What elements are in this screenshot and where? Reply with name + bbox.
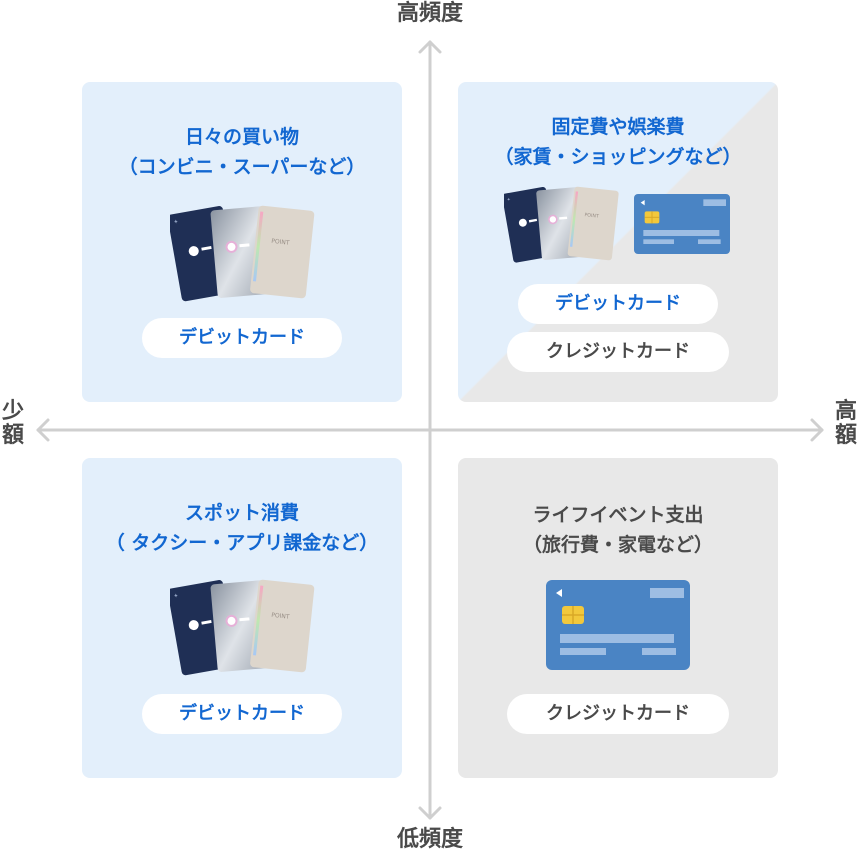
quadrant-life-events: ライフイベント支出 （旅行費・家電など） クレジットカード [458, 458, 778, 778]
credit-card-icon [634, 194, 730, 254]
arrow-up-icon [418, 40, 442, 54]
quadrant-fixed-entertainment: 固定費や娯楽費 （家賃・ショッピングなど） ✦ POINT [458, 82, 778, 402]
debit-card-button[interactable]: デビットカード [142, 694, 342, 734]
quadrant-spot-spending: スポット消費 （ タクシー・アプリ課金など） ✦ POINT デビットカード [82, 458, 402, 778]
axis-label-high-frequency: 高頻度 [396, 1, 463, 26]
quadrant-title-line-2: （ タクシー・アプリ課金など） [105, 532, 379, 554]
axis-label-low-frequency: 低頻度 [396, 827, 463, 852]
quadrant-title-line-1: ライフイベント支出 [532, 504, 704, 526]
arrow-down-icon [418, 806, 442, 820]
credit-card-button[interactable]: クレジットカード [507, 694, 729, 734]
svg-text:✦: ✦ [173, 218, 179, 226]
axis-label-high-amount-char-2: 額 [834, 423, 857, 449]
quadrant-title-line-2: （旅行費・家電など） [522, 534, 713, 556]
credit-card-button[interactable]: クレジットカード [507, 332, 729, 372]
axis-label-low-amount-char-1: 少 [1, 399, 24, 424]
quadrant-title-line-1: 固定費や娯楽費 [551, 116, 685, 138]
debit-cards-stack-icon: ✦ POINT [504, 186, 619, 263]
axis-label-low-amount-char-2: 額 [1, 423, 24, 449]
svg-text:✦: ✦ [173, 592, 179, 600]
axis-label-low-amount: 少 額 [0, 399, 26, 449]
svg-text:POINT: POINT [584, 212, 599, 219]
quadrant-daily-shopping: 日々の買い物 （コンビニ・スーパーなど） ✦ POINT デビットカード [82, 82, 402, 402]
debit-cards-stack-icon: ✦ POINT [170, 205, 315, 302]
quadrant-title-line-2: （コンビニ・スーパーなど） [118, 156, 366, 178]
svg-text:POINT: POINT [271, 238, 290, 247]
quadrant-title-line-1: 日々の買い物 [184, 126, 299, 148]
quadrant-title-line-1: スポット消費 [184, 502, 299, 524]
svg-text:POINT: POINT [271, 612, 290, 621]
axis-label-high-amount: 高 額 [832, 399, 860, 449]
svg-text:✦: ✦ [506, 197, 511, 204]
quadrant-title-line-2: （家賃・ショッピングなど） [494, 146, 742, 168]
credit-card-icon [546, 580, 690, 670]
arrow-left-icon [36, 418, 50, 442]
axis-label-high-amount-char-1: 高 [834, 399, 857, 424]
debit-cards-stack-icon: ✦ POINT [170, 579, 315, 676]
debit-card-button[interactable]: デビットカード [142, 318, 342, 358]
arrow-right-icon [810, 418, 824, 442]
debit-card-button[interactable]: デビットカード [518, 284, 718, 324]
